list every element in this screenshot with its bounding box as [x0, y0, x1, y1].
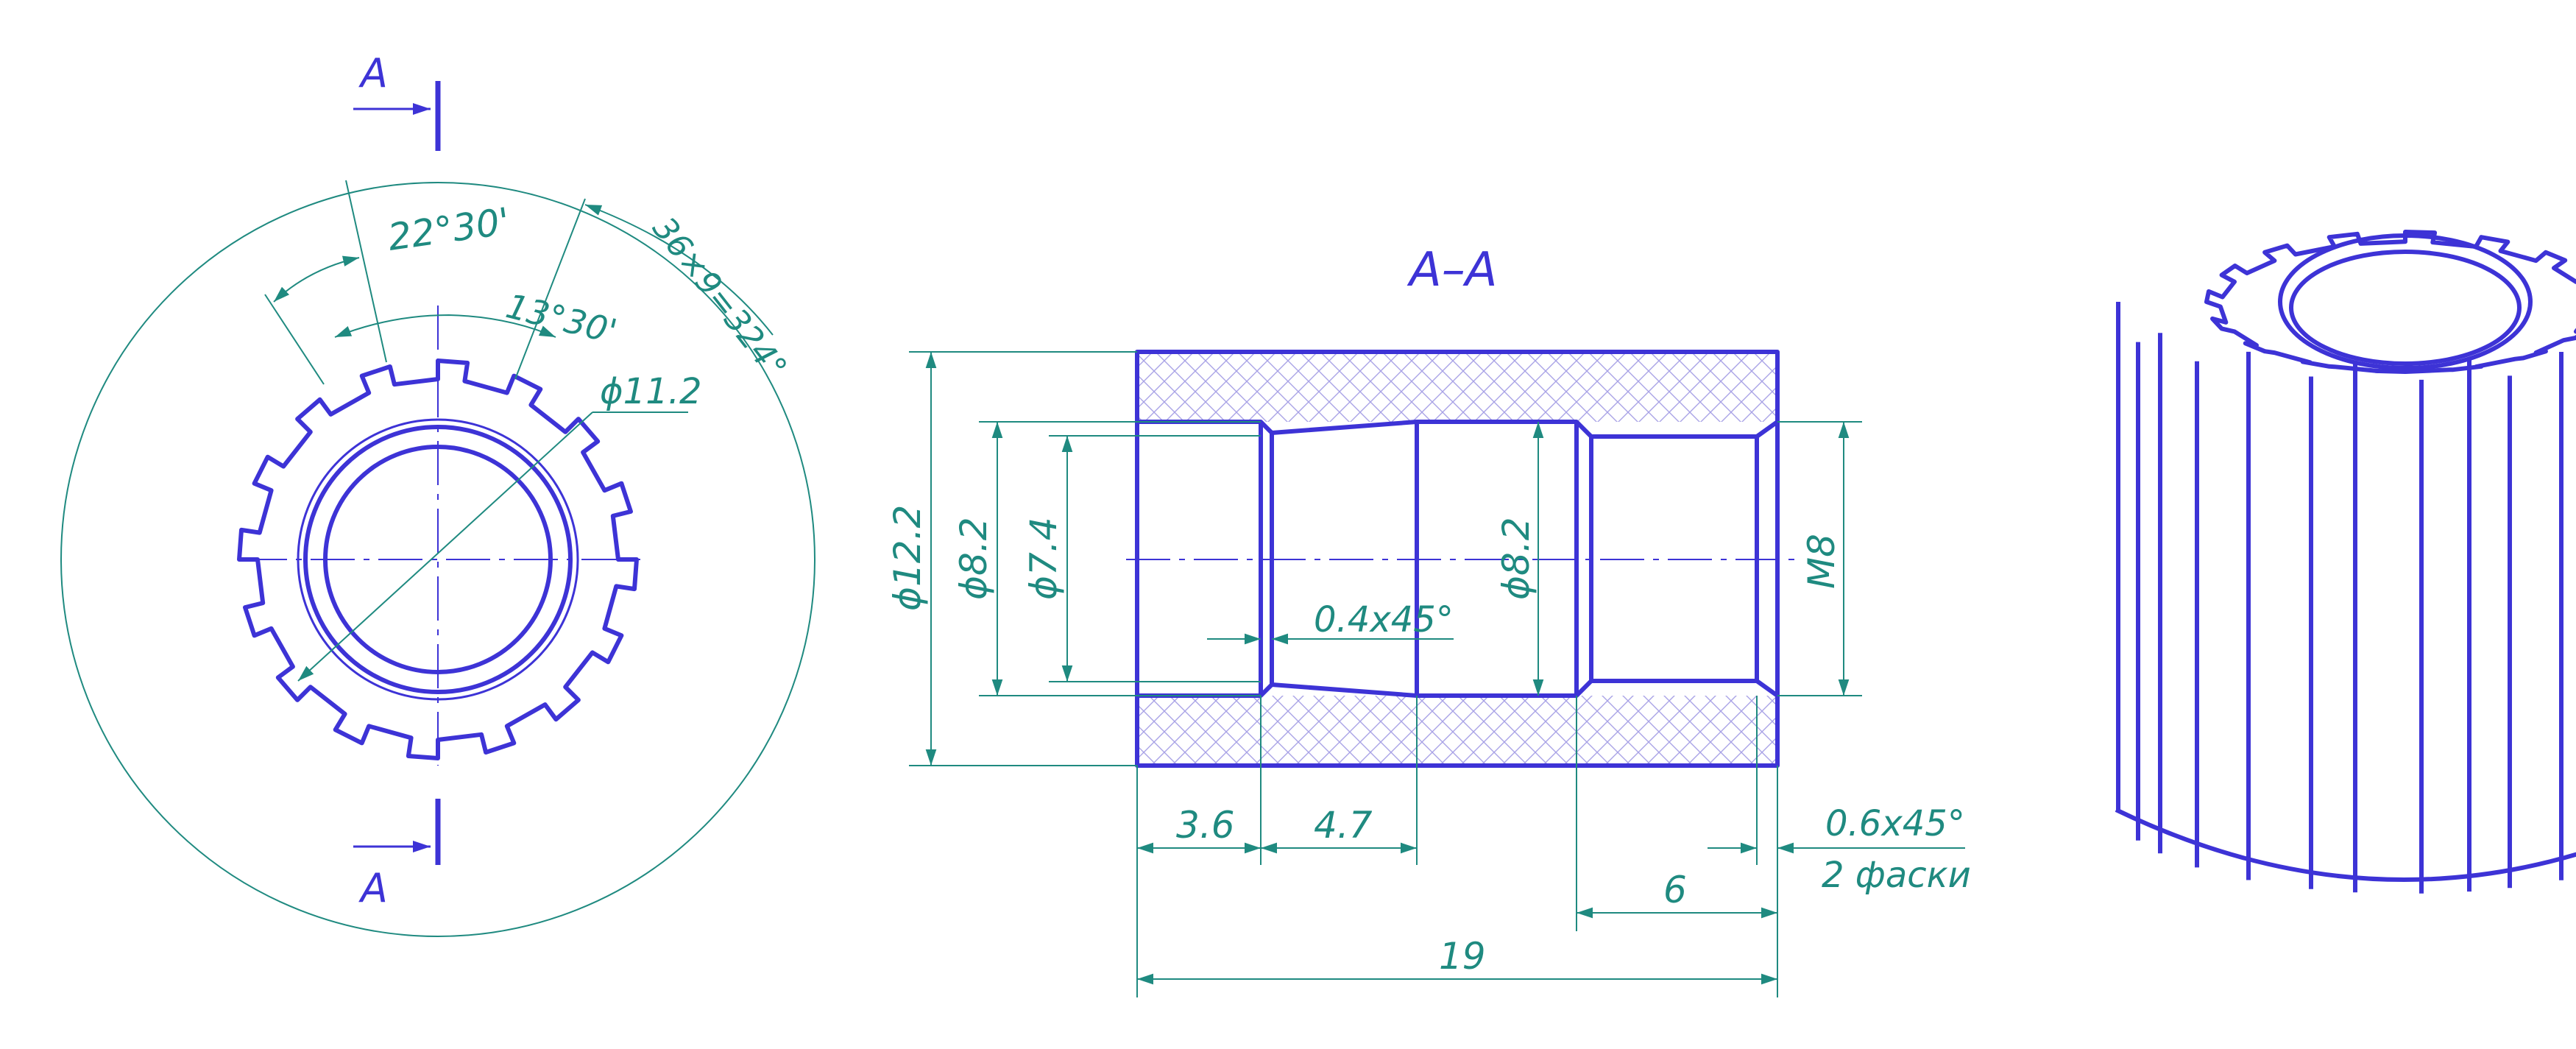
wall-hatch-bottom — [1137, 696, 1777, 766]
section-label-bottom: A — [358, 865, 388, 911]
chamfer-label-outer: 0.6x45° — [1825, 803, 1965, 844]
angle-reference-circle — [60, 182, 815, 937]
angle-label-22deg: 22°30' — [386, 199, 512, 259]
section-view: A–A ϕ12.2 ϕ8.2 ϕ7.4 ϕ8.2 — [886, 243, 1971, 997]
dim-label-thread: M8 — [1800, 534, 1843, 589]
angle-label-324deg: 36×9=324° — [645, 210, 794, 386]
bore-profile-top — [1137, 420, 1779, 439]
chamfer-label-inner: 0.4x45° — [1314, 599, 1454, 640]
diameter-label-11: ϕ11.2 — [600, 371, 702, 412]
dim-label-len-thread: 6 — [1663, 869, 1687, 911]
angle-label-13deg: 13°30' — [502, 286, 620, 351]
extension-line-22deg-b — [264, 294, 325, 385]
diameter-leader-11 — [297, 412, 593, 682]
section-label-top: A — [358, 50, 388, 96]
angle-arc-22deg — [273, 255, 360, 303]
isometric-view — [2115, 230, 2576, 894]
dim-label-bore-mid: ϕ8.2 — [1495, 518, 1538, 601]
bore-profile-bottom — [1137, 679, 1779, 698]
extension-line-22deg-a — [345, 180, 387, 363]
angle-arc-324deg — [584, 204, 774, 336]
extension-line-324deg — [514, 198, 586, 380]
iso-bottom-edge — [2115, 808, 2576, 882]
dim-label-len-b: 4.7 — [1314, 804, 1373, 847]
dim-label-bore-left: ϕ8.2 — [952, 518, 995, 601]
iso-bore-inner — [2289, 250, 2522, 366]
section-title: A–A — [1406, 243, 1498, 297]
chamfer-note: 2 фаски — [1822, 855, 1971, 896]
dim-label-bore-min: ϕ7.4 — [1022, 518, 1065, 601]
angle-arc-13deg — [334, 314, 556, 338]
dim-label-len-total: 19 — [1439, 935, 1486, 978]
front-view: A A 22°30' 13°30' 36×9=324° ϕ11.2 — [60, 50, 815, 937]
wall-hatch-top — [1137, 352, 1777, 422]
iso-top-splined-profile — [2204, 230, 2576, 374]
iso-bore-rim — [2278, 233, 2533, 370]
iso-ribs — [2116, 302, 2563, 894]
dim-label-len-a: 3.6 — [1176, 804, 1235, 847]
dim-label-outer: ϕ12.2 — [886, 505, 929, 611]
